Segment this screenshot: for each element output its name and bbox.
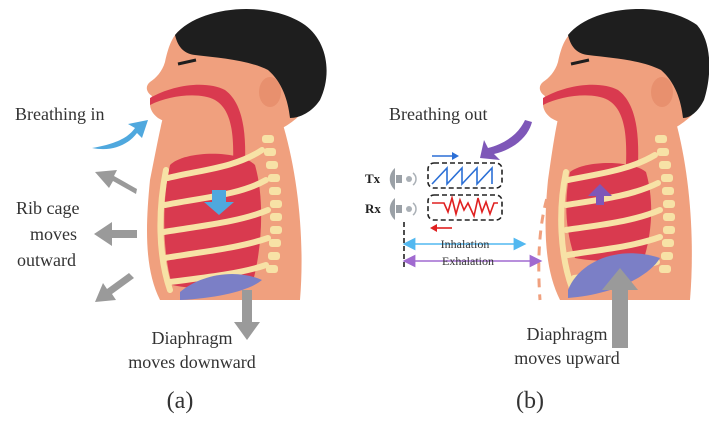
panel-b-caption: (b): [516, 388, 544, 414]
gray-arrow-upper-left: [95, 170, 137, 194]
rib-cage-label-line1: Rib cage: [16, 198, 79, 218]
tx-label: Tx: [365, 171, 381, 186]
lungs-b: [566, 163, 652, 261]
diaphragm-a: [180, 273, 262, 300]
rib-cage-a: [157, 147, 271, 293]
ear-a: [259, 77, 281, 107]
radar-module: [389, 152, 543, 268]
breathing-in-arrow: [92, 120, 148, 150]
panel-a-caption: (a): [167, 388, 194, 414]
spine-b: [655, 135, 675, 273]
rx-label: Rx: [365, 201, 381, 216]
breathing-out-arrow: [480, 120, 532, 160]
panel-a: Breathing in Rib cage moves outward Diap…: [15, 8, 327, 414]
rx-echo-waveform: [432, 194, 498, 219]
chest-airflow-arrow-b: [588, 184, 612, 205]
diaphragm-down-arrow: [234, 290, 260, 340]
panel-b: Breathing out Tx Rx Inhalation Exhalatio…: [365, 9, 709, 414]
airway-b: [543, 84, 639, 165]
eyebrow-a: [177, 58, 197, 66]
diaphragm-label-line2-b: moves upward: [514, 348, 619, 368]
tx-chirp-waveform: [431, 165, 493, 187]
inhalation-label: Inhalation: [441, 237, 490, 251]
gray-arrow-lower-left: [95, 273, 134, 302]
rx-antenna-icon: [389, 198, 417, 220]
diaphragm-up-arrow: [602, 268, 638, 348]
exhalation-label: Exhalation: [442, 254, 494, 268]
diaphragm-label-line1-b: Diaphragm: [527, 324, 608, 344]
expanded-chest-outline-b: [537, 144, 581, 301]
rib-cage-label-line3: outward: [17, 250, 76, 270]
gray-arrow-left: [94, 222, 137, 246]
rib-cage-label-line2: moves: [30, 224, 77, 244]
airway-a: [150, 84, 246, 165]
rx-signal-box: [427, 194, 503, 221]
hair-a: [175, 8, 327, 118]
breathing-in-label: Breathing in: [15, 104, 104, 124]
hair-b: [568, 9, 709, 118]
tx-antenna-icon: [389, 168, 417, 190]
breathing-out-label: Breathing out: [389, 104, 487, 124]
tx-signal-box: [427, 162, 503, 189]
ear-b: [651, 77, 673, 107]
spine-a: [262, 135, 282, 273]
rib-outward-arrows: [94, 170, 137, 302]
diaphragm-label-line1-a: Diaphragm: [152, 328, 233, 348]
chest-airflow-arrow-a: [204, 190, 234, 215]
eyebrow-b: [570, 58, 590, 66]
diaphragm-label-line2-a: moves downward: [128, 352, 255, 372]
